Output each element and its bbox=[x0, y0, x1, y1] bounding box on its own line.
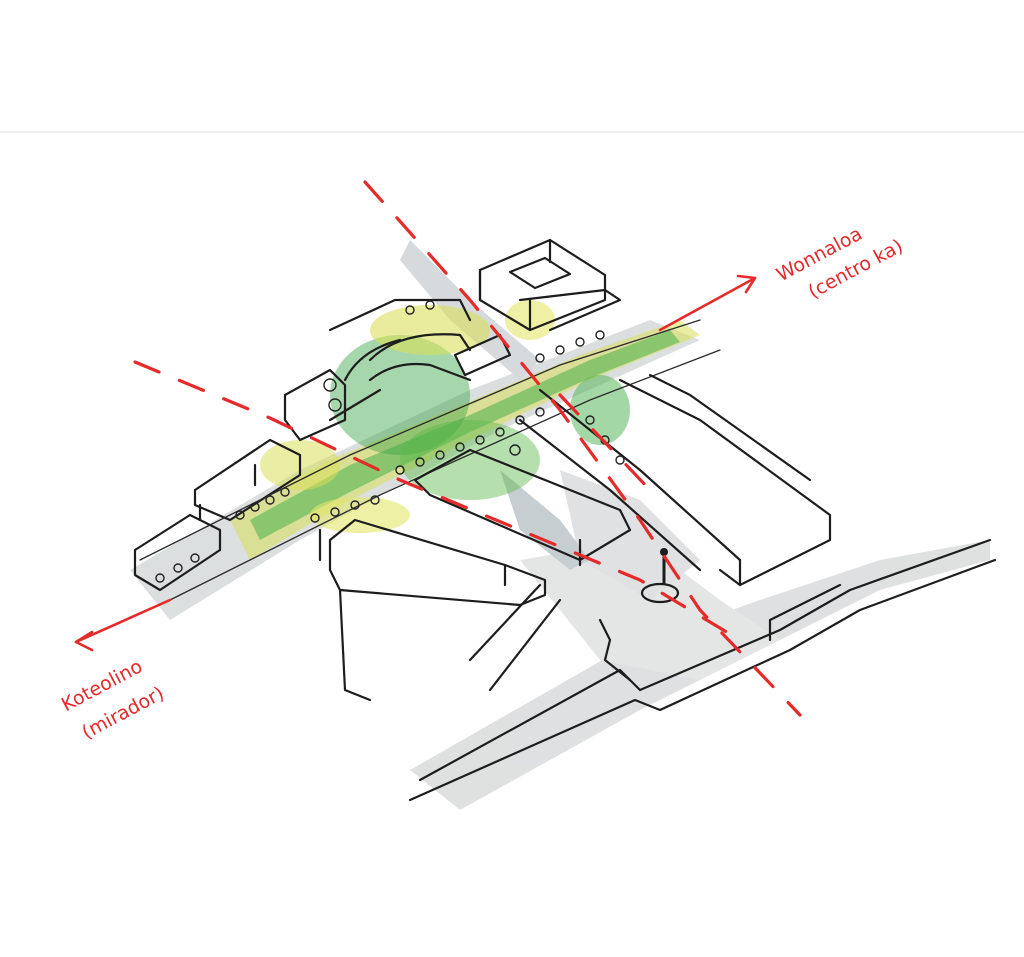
arrow-down-left-icon bbox=[74, 598, 172, 652]
annotation-right: Wonnaloa (centro ka) bbox=[773, 223, 907, 303]
building-outlines bbox=[133, 238, 997, 802]
arrow-up-right-icon bbox=[658, 274, 757, 332]
tree-canopies bbox=[155, 300, 625, 583]
vegetation-band bbox=[230, 300, 700, 560]
annotation-left: Koteolino (mirador) bbox=[58, 655, 168, 743]
red-dashed-axes bbox=[133, 180, 802, 717]
person-icon bbox=[660, 548, 668, 585]
